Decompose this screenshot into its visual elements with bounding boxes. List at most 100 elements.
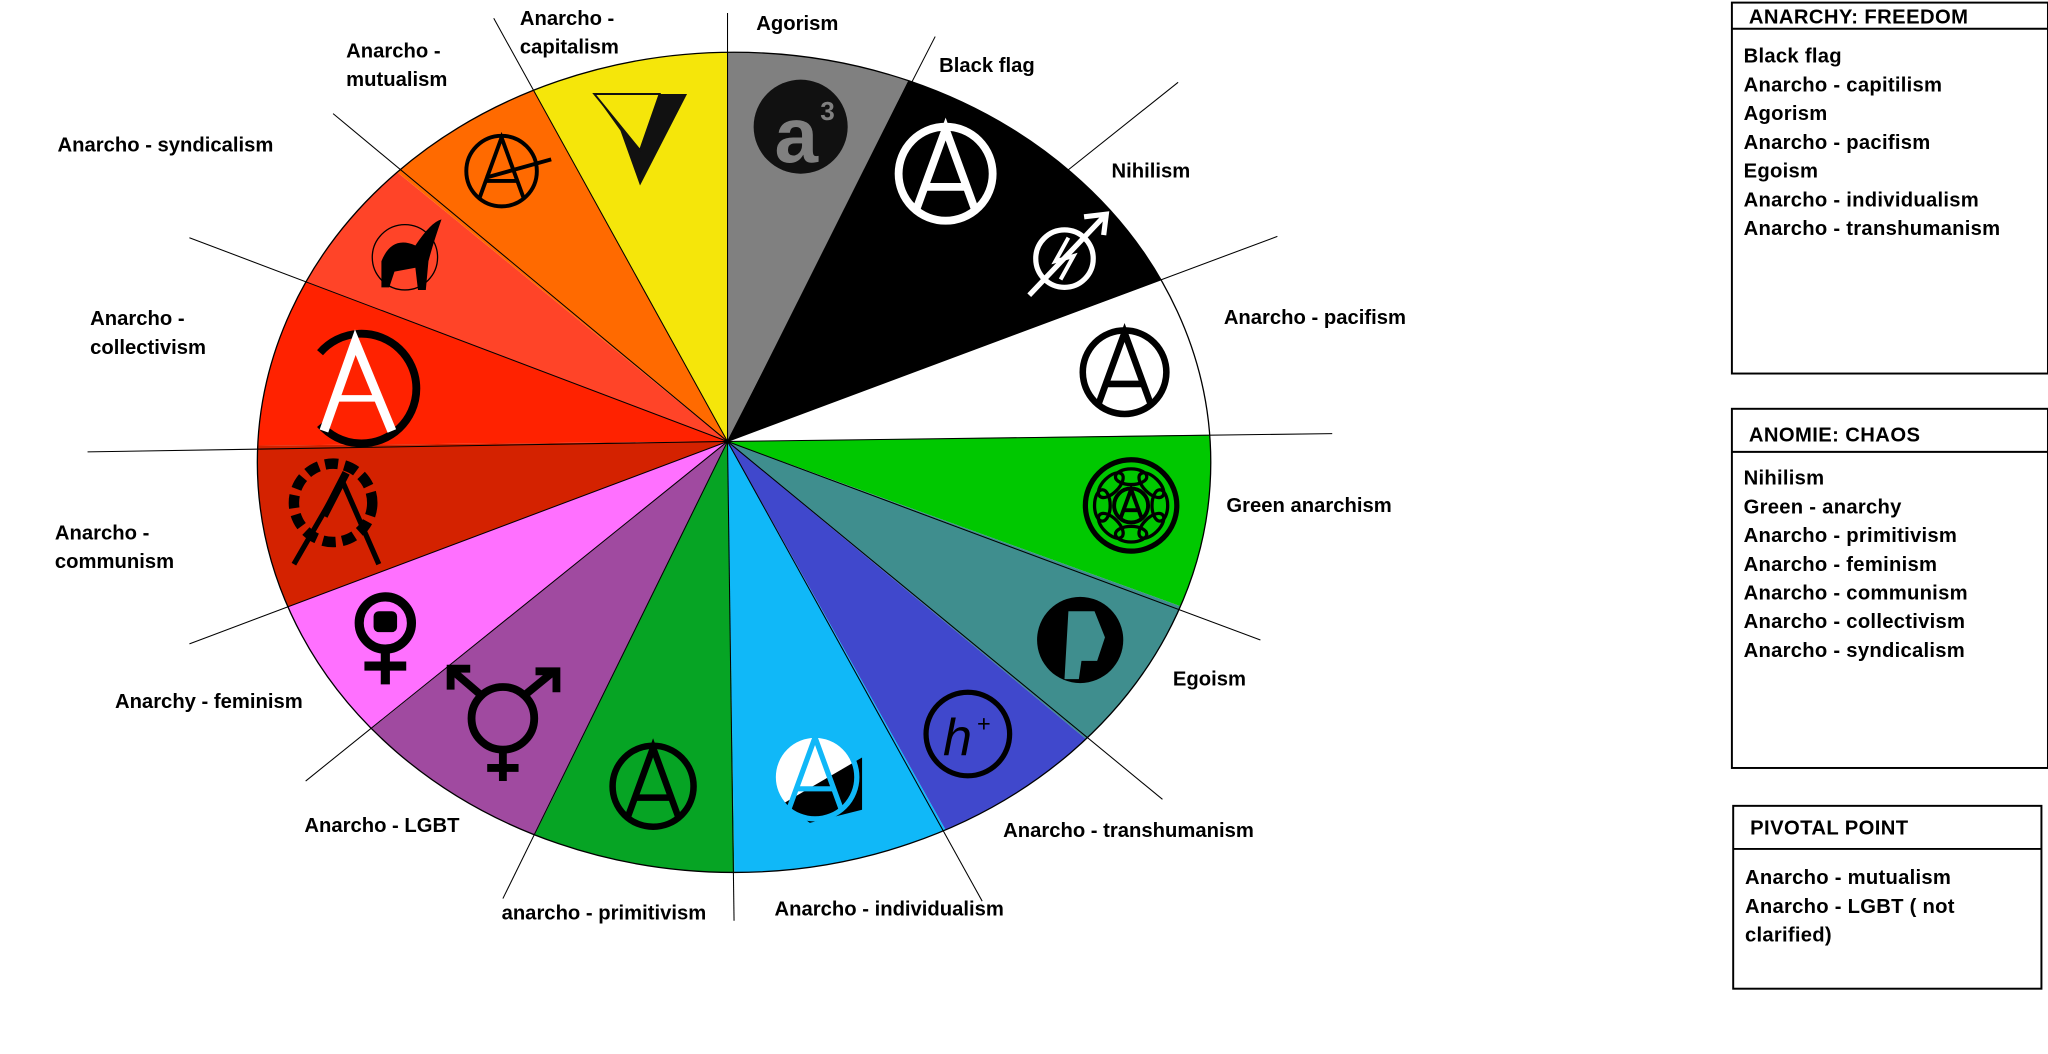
segment-label-line: Nihilism <box>1112 161 1191 183</box>
box-item: Anarcho - communism <box>1744 582 1968 604</box>
segment-label: Anarcho -collectivism <box>90 308 206 359</box>
box-title: ANOMIE: CHAOS <box>1749 424 1920 446</box>
svg-text:3: 3 <box>820 96 835 126</box>
segment-label-line: Anarcho - LGBT <box>304 815 460 837</box>
segment-label: Agorism <box>756 13 838 35</box>
segment-label-line: Anarcho - syndicalism <box>58 135 274 157</box>
segment-label-line: Anarcho - <box>346 40 440 62</box>
svg-text:h: h <box>943 709 972 767</box>
wedge-anarcho-capitalism <box>533 52 728 442</box>
box-item: Anarcho - individualism <box>1744 189 1979 211</box>
wedge-black-flag-nihilism <box>727 80 1162 442</box>
spoke-line <box>502 441 728 899</box>
stirner-portrait-icon <box>1037 596 1124 684</box>
spoke-line <box>332 113 728 442</box>
wedge-anarcho-mutualism <box>397 90 728 442</box>
circle-a-handshake-icon <box>464 131 552 209</box>
wheel-wedges <box>257 52 1211 873</box>
spoke-line <box>727 81 1179 442</box>
segment-label-line: Agorism <box>756 13 838 35</box>
wedge-green-anarchism <box>727 434 1211 607</box>
segment-label: Anarcho - capitalism <box>520 8 619 59</box>
spoke-line <box>189 237 728 442</box>
svg-text:+: + <box>977 710 991 736</box>
sickle-a-icon <box>317 329 421 448</box>
wedge-anarchy-feminism <box>287 441 728 729</box>
wedge-anarcho-transhumanism <box>727 441 1086 830</box>
box-item: Nihilism <box>1744 468 1825 490</box>
wedge-anarcho-syndicalism <box>305 172 728 442</box>
segment-label-line: communism <box>55 551 174 573</box>
segment-label: Anarcho - communism <box>55 522 174 573</box>
box-item: Egoism <box>1744 161 1819 183</box>
green-anarchism-icon <box>1082 457 1180 554</box>
box-border <box>1730 1 2048 375</box>
segment-label: Anarcho - syndicalism <box>58 135 274 157</box>
segment-label-line: Black flag <box>939 55 1035 77</box>
box-item: Anarcho - capitilism <box>1744 74 1943 96</box>
box-item: Anarcho - LGBT ( not <box>1745 896 1955 918</box>
box-item: clarified) <box>1745 925 1832 947</box>
nihilism-symbol-icon <box>1027 211 1110 297</box>
box-item: Agorism <box>1744 103 1828 125</box>
wheel-outline <box>256 51 1212 874</box>
wedge-anarcho-lgbt <box>371 441 728 835</box>
segment-label-line: Anarcho - <box>520 8 614 30</box>
spoke-line <box>727 441 1163 800</box>
box-item: Anarcho - syndicalism <box>1744 640 1965 662</box>
segment-label: anarcho - primitivism <box>502 902 707 924</box>
box-border <box>1732 804 2043 990</box>
segment-label: Black flag <box>939 55 1035 77</box>
spoke-line <box>87 440 728 453</box>
wedge-anarcho-pacifism <box>727 280 1210 442</box>
spoke-line <box>305 441 728 782</box>
segment-label-line: Anarcho - pacifism <box>1224 307 1406 329</box>
wedge-anarcho-collectivism <box>257 282 728 446</box>
h-plus-icon: h+ <box>923 689 1013 779</box>
segment-label-line: Egoism <box>1173 669 1246 691</box>
box-item: Anarcho - feminism <box>1744 554 1938 576</box>
segment-label-line: Anarcho - transhumanism <box>1003 820 1254 842</box>
v-symbol-icon <box>592 93 688 186</box>
segment-label: Egoism <box>1173 669 1246 691</box>
box-item: Black flag <box>1744 46 1842 68</box>
spoke-lines <box>87 13 1333 921</box>
spoke-line <box>727 440 1261 641</box>
box-border <box>1730 407 2048 769</box>
wedge-anarcho-communism <box>257 441 728 607</box>
segment-label-line: mutualism <box>346 69 447 91</box>
female-fist-icon <box>354 592 417 685</box>
segment-label-line: Anarcho - <box>90 308 184 330</box>
segment-label-line: Anarcho - <box>55 522 149 544</box>
svg-text:a: a <box>775 91 820 179</box>
box-item: Anarcho - pacifism <box>1744 132 1931 154</box>
spoke-line <box>727 441 983 902</box>
box-title: ANARCHY: FREEDOM <box>1749 7 1968 29</box>
spoke-line <box>726 441 735 921</box>
spoke-line <box>189 440 728 645</box>
segment-label-line: Anarchy - feminism <box>115 691 303 713</box>
box-title: PIVOTAL POINT <box>1750 818 1909 840</box>
segment-label: Anarchy - feminism <box>115 691 303 713</box>
pacifism-circle-a-icon <box>1079 322 1170 418</box>
spoke-line <box>727 235 1278 442</box>
spoke-line <box>727 433 1333 442</box>
box-pivotal-point: PIVOTAL POINT Anarcho - mutualismAnarcho … <box>1732 804 2043 990</box>
segment-label: Anarcho - LGBT <box>304 815 460 837</box>
segment-label-line: capitalism <box>520 37 619 59</box>
segment-label: Anarcho - individualism <box>775 899 1004 921</box>
box-item: Anarcho - transhumanism <box>1744 218 2001 240</box>
segment-label-line: Anarcho - individualism <box>775 899 1004 921</box>
box-item: Anarcho - collectivism <box>1744 611 1966 633</box>
individualism-circle-a-icon <box>770 729 860 822</box>
gear-hammer-icon <box>288 458 382 566</box>
segment-label: Anarcho - mutualism <box>346 40 447 91</box>
box-item: Anarcho - mutualism <box>1745 867 1951 889</box>
box-item: Green - anarchy <box>1744 496 1902 518</box>
